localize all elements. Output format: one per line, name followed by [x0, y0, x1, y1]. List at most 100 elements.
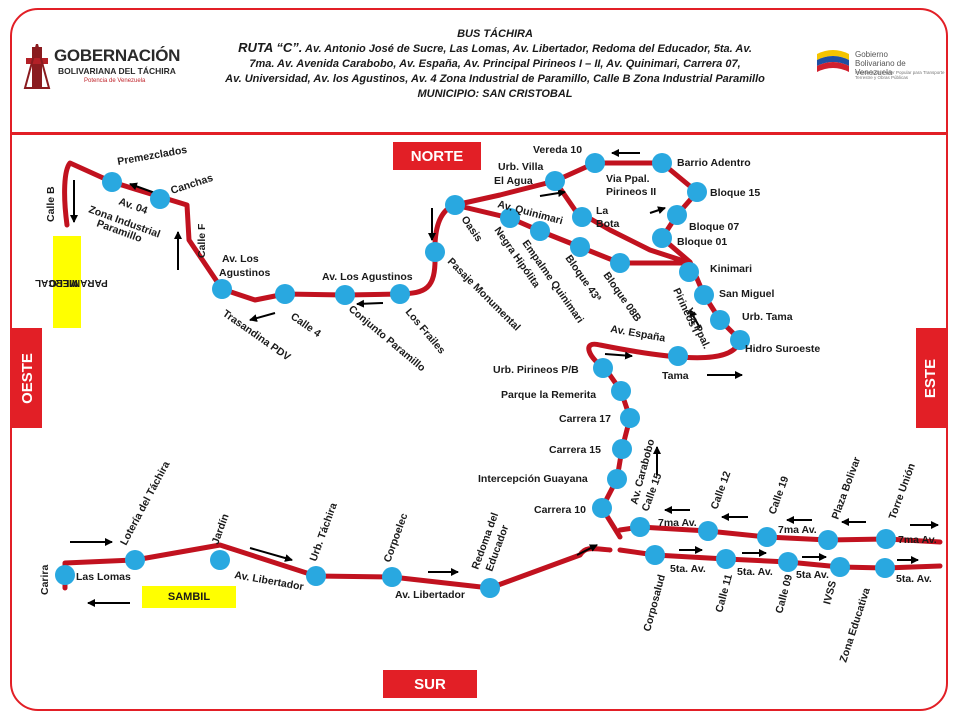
- label-septima-av-c: 7ma Av.: [898, 534, 937, 546]
- direction-arrows: [70, 149, 939, 607]
- label-quinta-av-b: 5ta. Av.: [737, 566, 773, 578]
- arrow-icon: [689, 309, 701, 329]
- stop-los-frailes[interactable]: [390, 284, 410, 304]
- route-south: [62, 542, 613, 591]
- stop-bloque-43[interactable]: [570, 237, 590, 257]
- stop-la-bota[interactable]: [572, 207, 592, 227]
- logo-right-line-2: Bolivariano de Venezuela: [855, 59, 906, 77]
- stop-urb-villa-el-agua[interactable]: [545, 171, 565, 191]
- south-label: SUR: [383, 670, 477, 698]
- label-calle-4: Calle 4: [288, 311, 323, 340]
- stop-negra-hipolita[interactable]: [500, 208, 520, 228]
- stop-carrera-17[interactable]: [620, 408, 640, 428]
- stop-carrera-15[interactable]: [612, 439, 632, 459]
- stop-loteria-tachira[interactable]: [125, 550, 145, 570]
- logo-right-line-3: Ministerio del Poder Popular para Transp…: [855, 70, 945, 80]
- tachira-emblem-icon: [23, 40, 51, 89]
- stop-pasaje-monumental[interactable]: [425, 242, 445, 262]
- stop-parque-la-remerita[interactable]: [611, 381, 631, 401]
- label-urb-tama: Urb. Tama: [742, 311, 793, 323]
- stop-zona-educativa[interactable]: [875, 558, 895, 578]
- stop-las-lomas[interactable]: [55, 565, 75, 585]
- stop-urb-tama[interactable]: [710, 310, 730, 330]
- arrow-icon: [604, 351, 633, 360]
- stop-redoma-educador[interactable]: [480, 578, 500, 598]
- label-bloque-15: Bloque 15: [710, 187, 760, 199]
- stop-carrera-10[interactable]: [592, 498, 612, 518]
- label-carrera-10: Carrera 10: [534, 504, 586, 516]
- label-parque-la-remerita: Parque la Remerita: [501, 389, 596, 401]
- label-pirineos-ii: Pirineos II: [606, 186, 656, 198]
- stop-bloque-07[interactable]: [667, 205, 687, 225]
- bus-stops: [55, 153, 896, 598]
- label-premezclados: Premezclados: [116, 144, 188, 168]
- stop-empalme-quinimari[interactable]: [530, 221, 550, 241]
- route-name: RUTA “C”.: [238, 40, 303, 55]
- stop-ivss[interactable]: [830, 557, 850, 577]
- stop-av-los-agustinos-west[interactable]: [212, 279, 232, 299]
- stop-tama[interactable]: [668, 346, 688, 366]
- stop-bloque-01[interactable]: [652, 228, 672, 248]
- label-plaza-bolivar: Plaza Bolivar: [830, 455, 864, 521]
- label-tama: Tama: [662, 370, 689, 382]
- stop-calle-09[interactable]: [778, 552, 798, 572]
- arrow-icon: [249, 547, 293, 562]
- stop-conjunto-paramillo[interactable]: [335, 285, 355, 305]
- stop-corposalud[interactable]: [645, 545, 665, 565]
- label-hidro-suroeste: Hidro Suroeste: [745, 343, 820, 355]
- arrow-icon: [539, 189, 566, 198]
- stop-interc-guayana[interactable]: [607, 469, 627, 489]
- stop-calle-11[interactable]: [716, 549, 736, 569]
- stop-calle-19[interactable]: [757, 527, 777, 547]
- stop-kinimari[interactable]: [679, 262, 699, 282]
- label-calle-09: Calle 09: [773, 573, 795, 615]
- label-bota: Bota: [596, 218, 619, 230]
- label-quinta-av-c: 5ta Av.: [796, 569, 829, 581]
- sambil-box: SAMBIL: [142, 586, 236, 608]
- stop-jardin[interactable]: [210, 550, 230, 570]
- label-urb-villa: Urb. Villa: [498, 161, 543, 173]
- label-la: La: [596, 205, 608, 217]
- stop-bloque-08b[interactable]: [610, 253, 630, 273]
- stop-vereda-10[interactable]: [585, 153, 605, 173]
- gobierno-logo: Gobierno Bolivariano de Venezuela Minist…: [815, 46, 945, 94]
- label-canchas: Canchas: [169, 172, 214, 197]
- route-title: BUS TÁCHIRA RUTA “C”. Av. Antonio José d…: [175, 28, 815, 102]
- stop-bloque-15[interactable]: [687, 182, 707, 202]
- label-av-espana: Av. España: [609, 323, 666, 344]
- label-av-los-agustinos: Av. Los Agustinos: [322, 271, 413, 283]
- label-calle-12: Calle 12: [709, 469, 734, 511]
- label-calle-b: Calle B: [45, 186, 57, 222]
- stop-premezclados[interactable]: [102, 172, 122, 192]
- label-septima-av-a: 7ma Av.: [658, 517, 697, 529]
- label-ivss: IVSS: [821, 580, 839, 606]
- title-line-5: MUNICIPIO: SAN CRISTOBAL: [417, 88, 573, 100]
- logo-right-line-1: Gobierno: [855, 50, 888, 59]
- label-interc-guayana: Intercepción Guayana: [478, 473, 588, 485]
- stop-canchas[interactable]: [150, 189, 170, 209]
- stop-torre-union[interactable]: [876, 529, 896, 549]
- arrow-icon: [356, 299, 384, 308]
- stop-calle-15[interactable]: [630, 517, 650, 537]
- arrow-icon: [249, 312, 276, 322]
- label-bloque-08b: Bloque 08B: [601, 270, 644, 325]
- stop-calle-4[interactable]: [275, 284, 295, 304]
- stop-calle-12[interactable]: [698, 521, 718, 541]
- label-san-miguel: San Miguel: [719, 288, 775, 300]
- stop-san-miguel[interactable]: [694, 285, 714, 305]
- label-trasandina: Trasandina PDV: [220, 308, 292, 364]
- title-line-3: 7ma. Av. Avenida Carabobo, Av. España, A…: [249, 58, 741, 70]
- stop-plaza-bolivar[interactable]: [818, 530, 838, 550]
- label-torre-union: Torre Unión: [887, 462, 918, 521]
- stop-hidro-suroeste[interactable]: [730, 330, 750, 350]
- label-bloque-07: Bloque 07: [689, 221, 739, 233]
- stop-urb-tachira[interactable]: [306, 566, 326, 586]
- stop-oasis[interactable]: [445, 195, 465, 215]
- stop-corpoelec[interactable]: [382, 567, 402, 587]
- label-barrio-adentro: Barrio Adentro: [677, 157, 751, 169]
- label-carrera-15: Carrera 15: [549, 444, 601, 456]
- stop-urb-pirineos[interactable]: [593, 358, 613, 378]
- stop-barrio-adentro[interactable]: [652, 153, 672, 173]
